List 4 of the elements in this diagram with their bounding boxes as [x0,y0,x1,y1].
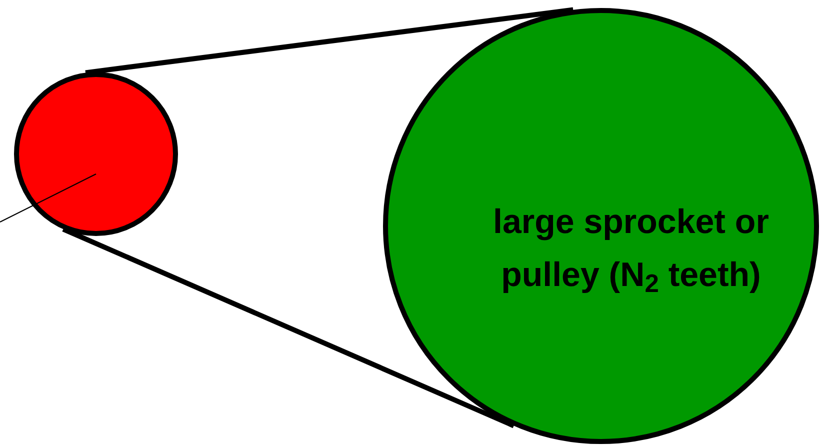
leader-line [0,173,96,223]
belt-line [62,226,515,428]
sprocket-label: large sprocket or pulley (N$_{2}$ teeth) [492,202,770,300]
belt-line [85,7,574,76]
